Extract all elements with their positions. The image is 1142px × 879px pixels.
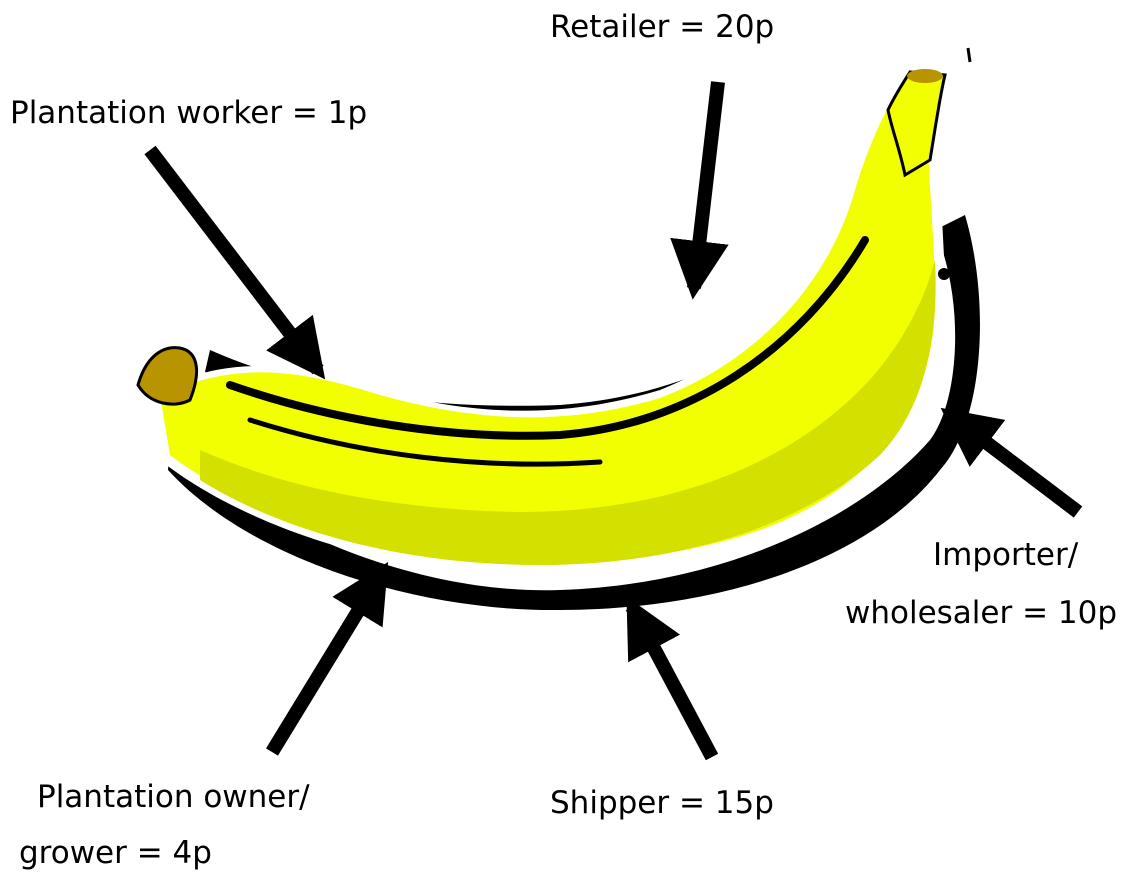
shipper-label: Shipper = 15p <box>550 788 774 819</box>
arrow-importer <box>950 415 1078 512</box>
importer-label-line1: Importer/ <box>933 540 1078 571</box>
arrow-plantation-owner <box>272 572 382 752</box>
arrow-retailer <box>694 82 718 288</box>
plantation-worker-label: Plantation worker = 1p <box>10 98 367 129</box>
plantation-owner-label-line1: Plantation owner/ <box>37 782 310 813</box>
banana-tip <box>138 348 197 404</box>
banana-stem-top <box>907 69 943 83</box>
banana-spot <box>938 268 950 280</box>
stem-mark <box>968 48 970 62</box>
importer-label-line2: wholesaler = 10p <box>845 598 1117 629</box>
banana-illustration <box>138 48 980 610</box>
arrow-plantation-worker <box>150 150 318 370</box>
plantation-owner-label-line2: grower = 4p <box>19 838 212 869</box>
retailer-label: Retailer = 20p <box>550 12 774 43</box>
arrow-shipper <box>632 607 712 757</box>
